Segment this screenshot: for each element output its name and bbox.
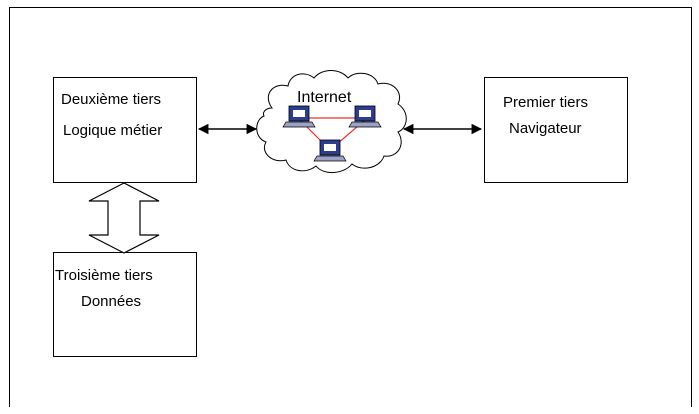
- tier3-box: Troisième tiers Données: [53, 252, 197, 357]
- internet-cloud: [256, 70, 407, 173]
- computer-icon: [348, 105, 382, 128]
- tier1-title: Premier tiers: [503, 94, 589, 111]
- tier2-subtitle: Logique métier: [63, 122, 163, 139]
- computer-icon: [313, 139, 347, 162]
- tier1-box: Premier tiers Navigateur: [484, 77, 628, 183]
- tier2-box: Deuxième tiers Logique métier: [53, 77, 197, 183]
- tier3-subtitle: Données: [81, 293, 142, 310]
- internet-label: Internet: [297, 89, 352, 106]
- computer-icon: [282, 105, 316, 128]
- tier2-title: Deuxième tiers: [61, 91, 162, 108]
- tier3-title: Troisième tiers: [55, 267, 153, 284]
- arrow-tier2-tier3: [88, 182, 160, 254]
- tier1-subtitle: Navigateur: [509, 120, 582, 137]
- diagram-frame: [9, 7, 692, 407]
